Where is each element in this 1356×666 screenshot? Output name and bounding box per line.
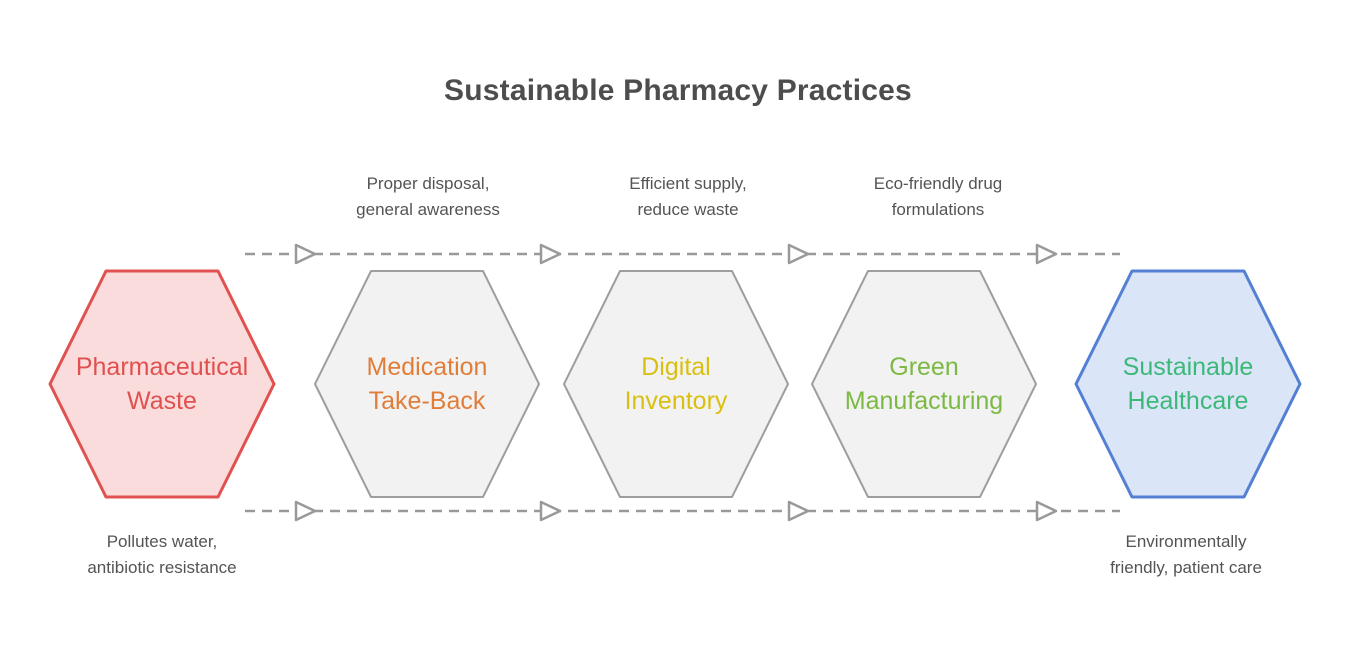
annotation-pollutes-water: Pollutes water, antibiotic resistance [87,532,237,577]
hexagon-pharmaceutical-waste [48,269,276,499]
annotation-eco-friendly-formulations: Eco-friendly drug formulations [873,174,1003,219]
stage-label-digital-inventory: Digital Inventory [624,353,728,415]
arrowhead-right-icon [294,243,317,265]
hexagon-green-manufacturing [811,270,1037,498]
arrowhead-right-icon [787,243,810,265]
stage-label-pharmaceutical-waste: Pharmaceutical Waste [75,353,249,415]
stage-label-medication-take-back: Medication Take-Back [366,353,488,415]
annotation-proper-disposal: Proper disposal, general awareness [356,174,500,219]
hexagon-medication-take-back [314,270,540,498]
arrowhead-right-icon [539,243,562,265]
annotation-environmentally-friendly: Environmentally friendly, patient care [1110,532,1262,577]
arrowhead-right-icon [1035,500,1058,522]
stage-label-sustainable-healthcare: Sustainable Healthcare [1122,353,1254,415]
arrowhead-right-icon [787,500,810,522]
annotation-efficient-supply: Efficient supply, reduce waste [629,174,747,219]
arrowhead-right-icon [294,500,317,522]
stage-label-green-manufacturing: Green Manufacturing [844,353,1004,415]
page-title: Sustainable Pharmacy Practices [444,74,912,107]
arrowhead-right-icon [539,500,562,522]
arrowhead-right-icon [1035,243,1058,265]
hexagon-digital-inventory [563,270,789,498]
hexagon-sustainable-healthcare [1074,269,1302,499]
